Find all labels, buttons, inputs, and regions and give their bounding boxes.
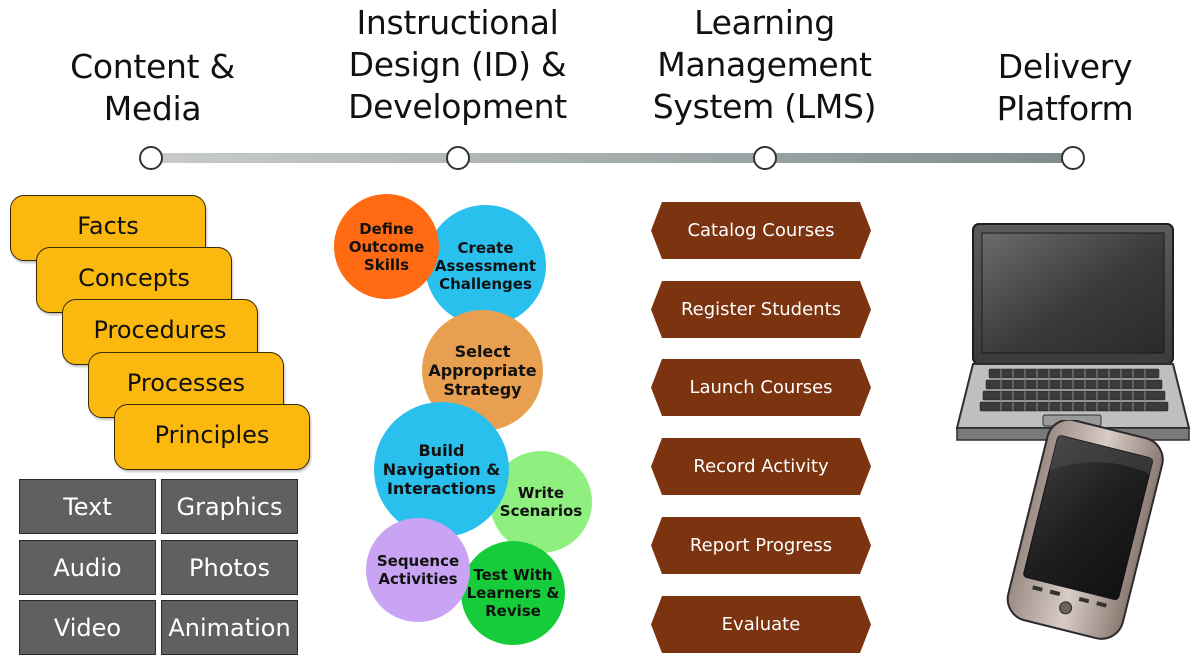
card-label: Procedures <box>93 316 227 344</box>
bubble-line: Test With <box>473 566 553 584</box>
lms-step-catalog-courses: Catalog Courses <box>651 202 871 259</box>
bubble-line: Interactions <box>386 479 497 498</box>
lms-step-evaluate: Evaluate <box>651 596 871 653</box>
bubble-line: Sequence <box>376 552 460 570</box>
lms-step-register-students: Register Students <box>651 281 871 338</box>
column-title-line: System (LMS) <box>652 87 877 126</box>
laptop-icon <box>955 223 1191 441</box>
bubble-line: Scenarios <box>499 502 583 520</box>
column-title-line: Platform <box>996 89 1134 128</box>
column-title-delivery-platform: Delivery Platform <box>960 46 1170 130</box>
media-label: Animation <box>168 613 291 642</box>
column-title-line: Learning <box>694 3 835 42</box>
bubble-line: Learners & <box>466 584 560 602</box>
bubble-line: Appropriate <box>428 361 537 380</box>
lms-step-record-activity: Record Activity <box>651 438 871 495</box>
content-card-principles: Principles <box>114 404 310 470</box>
card-label: Facts <box>77 212 139 240</box>
bubble-line: Strategy <box>443 380 522 399</box>
lms-step-label: Catalog Courses <box>687 220 835 241</box>
lms-step-label: Record Activity <box>693 456 829 477</box>
media-label: Audio <box>53 553 122 582</box>
media-label: Text <box>63 492 112 521</box>
bubble-line: Assessment <box>434 256 537 275</box>
timeline-node <box>446 146 470 170</box>
column-title-line: Design (ID) & <box>348 45 567 84</box>
column-title-line: Instructional <box>356 3 559 42</box>
timeline-node <box>753 146 777 170</box>
bubble-line: Activities <box>378 570 458 588</box>
media-graphics: Graphics <box>161 479 298 534</box>
column-title-line: Media <box>103 89 202 128</box>
smartphone-icon <box>1006 420 1164 640</box>
bubble-line: Select <box>454 342 511 361</box>
bubble-line: Skills <box>363 255 410 274</box>
bubble-line: Revise <box>485 602 541 620</box>
timeline-node <box>1061 146 1085 170</box>
lms-step-label: Launch Courses <box>689 377 833 398</box>
media-text: Text <box>19 479 156 534</box>
column-title-line: Management <box>657 45 872 84</box>
card-label: Processes <box>126 369 246 397</box>
lms-step-label: Register Students <box>680 299 842 320</box>
column-title-lms: Learning Management System (LMS) <box>637 2 892 128</box>
bubble-line: Write <box>517 484 565 502</box>
timeline-bar <box>150 153 1072 163</box>
column-title-line: Content & <box>70 47 235 86</box>
media-label: Graphics <box>176 492 283 521</box>
column-title-content-media: Content & Media <box>50 46 255 130</box>
column-title-line: Development <box>348 87 567 126</box>
column-title-line: Delivery <box>997 47 1133 86</box>
lms-step-label: Evaluate <box>721 614 801 635</box>
card-label: Principles <box>154 421 270 449</box>
card-label: Concepts <box>78 264 190 292</box>
bubble-line: Define <box>359 219 414 238</box>
lms-step-report-progress: Report Progress <box>651 517 871 574</box>
bubble-line: Outcome <box>348 237 425 256</box>
media-animation: Animation <box>161 600 298 655</box>
media-label: Video <box>53 613 122 642</box>
media-label: Photos <box>189 553 270 582</box>
media-audio: Audio <box>19 540 156 595</box>
media-photos: Photos <box>161 540 298 595</box>
bubble-line: Build <box>418 441 465 460</box>
bubble-line: Navigation & <box>382 460 501 479</box>
bubble-line: Create <box>457 238 514 257</box>
timeline-node <box>139 146 163 170</box>
media-video: Video <box>19 600 156 655</box>
column-title-instructional-design: Instructional Design (ID) & Development <box>330 2 585 128</box>
lms-step-label: Report Progress <box>689 535 833 556</box>
bubble-line: Challenges <box>439 274 532 293</box>
lms-step-launch-courses: Launch Courses <box>651 359 871 416</box>
